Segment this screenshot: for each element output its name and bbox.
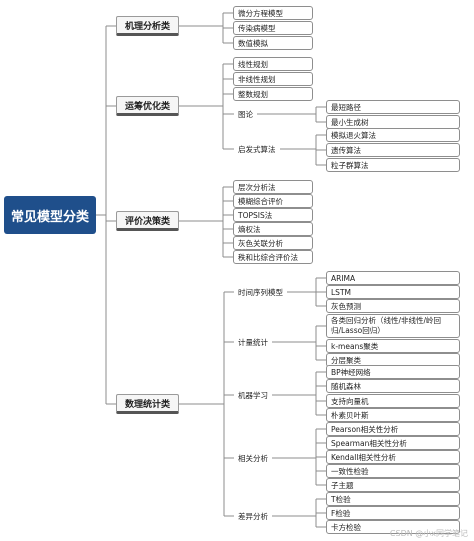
leaf-naive-bayes[interactable]: 朴素贝叶斯 [326,408,460,422]
leaf-f-test[interactable]: F检验 [326,506,460,520]
leaf-consistency-test[interactable]: 一致性检验 [326,464,460,478]
leaf-entropy-weight[interactable]: 熵权法 [233,222,313,236]
leaf-arima[interactable]: ARIMA [326,271,460,285]
leaf-pearson[interactable]: Pearson相关性分析 [326,422,460,436]
watermark: CSDN @小x同学笔记 [389,529,468,538]
leaf-lstm[interactable]: LSTM [326,285,460,299]
sub-difference-analysis[interactable]: 差异分析 [238,511,268,521]
leaf-kmeans[interactable]: k-means聚类 [326,339,460,353]
leaf-t-test[interactable]: T检验 [326,492,460,506]
category-evaluation-decision[interactable]: 评价决策类 [116,211,180,231]
leaf-numerical-simulation[interactable]: 数值模拟 [233,36,313,50]
root-node[interactable]: 常见模型分类 [4,196,96,234]
leaf-subtopic[interactable]: 子主题 [326,478,460,492]
leaf-chi-square-test[interactable]: 卡方检验 [326,520,460,534]
category-mathematical-statistics[interactable]: 数理统计类 [116,394,180,414]
sub-correlation-analysis[interactable]: 相关分析 [238,453,268,463]
leaf-ahp[interactable]: 层次分析法 [233,180,313,194]
leaf-kendall[interactable]: Kendall相关性分析 [326,450,460,464]
leaf-differential-equation-model[interactable]: 微分方程模型 [233,6,313,20]
category-mechanism-analysis[interactable]: 机理分析类 [116,16,180,36]
leaf-integer-programming[interactable]: 整数规划 [233,87,313,101]
leaf-shortest-path[interactable]: 最短路径 [326,100,460,114]
leaf-linear-programming[interactable]: 线性规划 [233,57,313,71]
leaf-spearman[interactable]: Spearman相关性分析 [326,436,460,450]
sub-machine-learning[interactable]: 机器学习 [238,390,268,400]
leaf-grey-relational[interactable]: 灰色关联分析 [233,236,313,250]
leaf-random-forest[interactable]: 随机森林 [326,379,460,393]
sub-heuristic-algorithms[interactable]: 启发式算法 [238,144,276,154]
leaf-rank-sum-ratio[interactable]: 秩和比综合评价法 [233,250,313,264]
leaf-epidemic-model[interactable]: 传染病模型 [233,21,313,35]
sub-graph-theory[interactable]: 图论 [238,109,253,119]
sub-time-series[interactable]: 时间序列模型 [238,287,283,297]
leaf-grey-forecast[interactable]: 灰色预测 [326,299,460,313]
sub-econometrics[interactable]: 计量统计 [238,337,268,347]
category-operations-optimization[interactable]: 运筹优化类 [116,96,180,116]
leaf-genetic-algorithm[interactable]: 遗传算法 [326,143,460,157]
leaf-bp-network[interactable]: BP神经网络 [326,365,460,379]
leaf-topsis[interactable]: TOPSIS法 [233,208,313,222]
leaf-particle-swarm[interactable]: 粒子群算法 [326,158,460,172]
leaf-minimum-spanning-tree[interactable]: 最小生成树 [326,115,460,129]
leaf-nonlinear-programming[interactable]: 非线性规划 [233,72,313,86]
leaf-fuzzy-evaluation[interactable]: 模糊综合评价 [233,194,313,208]
leaf-svm[interactable]: 支持向量机 [326,394,460,408]
leaf-regression-analysis[interactable]: 各类回归分析（线性/非线性/岭回归/Lasso回归） [326,314,460,338]
leaf-simulated-annealing[interactable]: 模拟退火算法 [326,128,460,142]
